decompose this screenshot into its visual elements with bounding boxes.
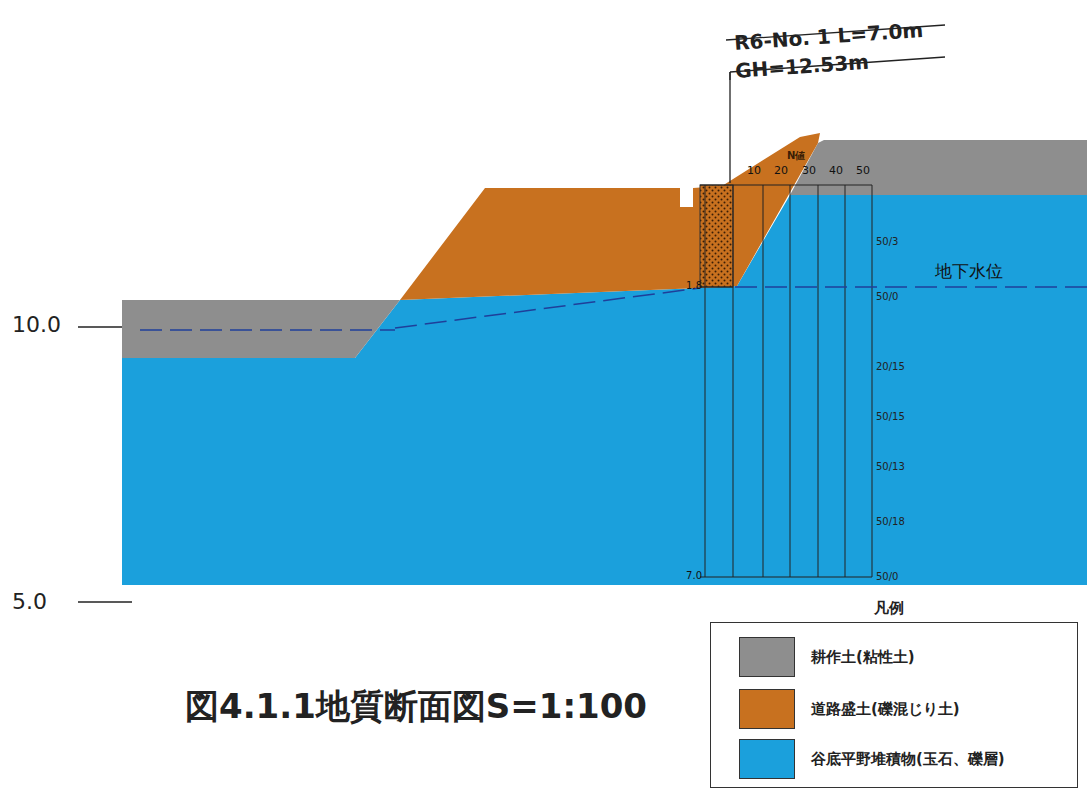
legend-heading: 凡例 — [874, 600, 904, 617]
n-value: 50/15 — [876, 411, 905, 422]
depth-label: 1.8 — [686, 280, 702, 291]
n-value: 50/18 — [876, 516, 905, 527]
scale-number: 50 — [856, 165, 870, 177]
elevation-tick — [78, 601, 132, 603]
road-fill — [400, 133, 820, 300]
legend-row: 谷底平野堆積物(玉石、礫層) — [739, 739, 1005, 779]
legend-swatch — [739, 637, 795, 677]
n-value: 50/3 — [876, 236, 898, 247]
legend-row: 耕作土(粘性土) — [739, 637, 915, 677]
n-value: 20/15 — [876, 361, 905, 372]
legend-text: 道路盛土(礫混じり土) — [811, 700, 960, 719]
legend-text: 谷底平野堆積物(玉石、礫層) — [811, 750, 1005, 769]
farm-soil — [122, 300, 400, 358]
scale-number: 10 — [747, 165, 761, 177]
legend-row: 道路盛土(礫混じり土) — [739, 689, 960, 729]
n-value-grid — [700, 185, 872, 577]
n-value: 50/13 — [876, 461, 905, 472]
scale-number: 40 — [829, 165, 843, 177]
legend-swatch — [739, 689, 795, 729]
legend-text: 耕作土(粘性土) — [811, 648, 915, 667]
elevation-label: 10.0 — [12, 313, 61, 337]
borehole-name: R6-No. 1 L=7.0m — [733, 19, 923, 54]
elevation-tick — [78, 326, 122, 328]
scale-number: 30 — [802, 165, 816, 177]
ground-height: GH=12.53m — [734, 51, 869, 82]
farm-soil — [790, 140, 1087, 195]
groundwater-label: 地下水位 — [935, 262, 1003, 281]
n-value-title: N値 — [787, 150, 805, 161]
legend-swatch — [739, 739, 795, 779]
groundwater-line — [140, 287, 1087, 330]
elevation-label: 5.0 — [12, 590, 47, 614]
legend-box: 耕作土(粘性土) 道路盛土(礫混じり土) 谷底平野堆積物(玉石、礫層) — [710, 622, 1078, 788]
depth-label: 7.0 — [686, 570, 702, 581]
figure-caption: 図4.1.1地質断面図S=1:100 — [185, 684, 647, 730]
scale-number: 20 — [774, 165, 788, 177]
n-value: 50/0 — [876, 291, 898, 302]
n-value: 50/0 — [876, 571, 898, 582]
